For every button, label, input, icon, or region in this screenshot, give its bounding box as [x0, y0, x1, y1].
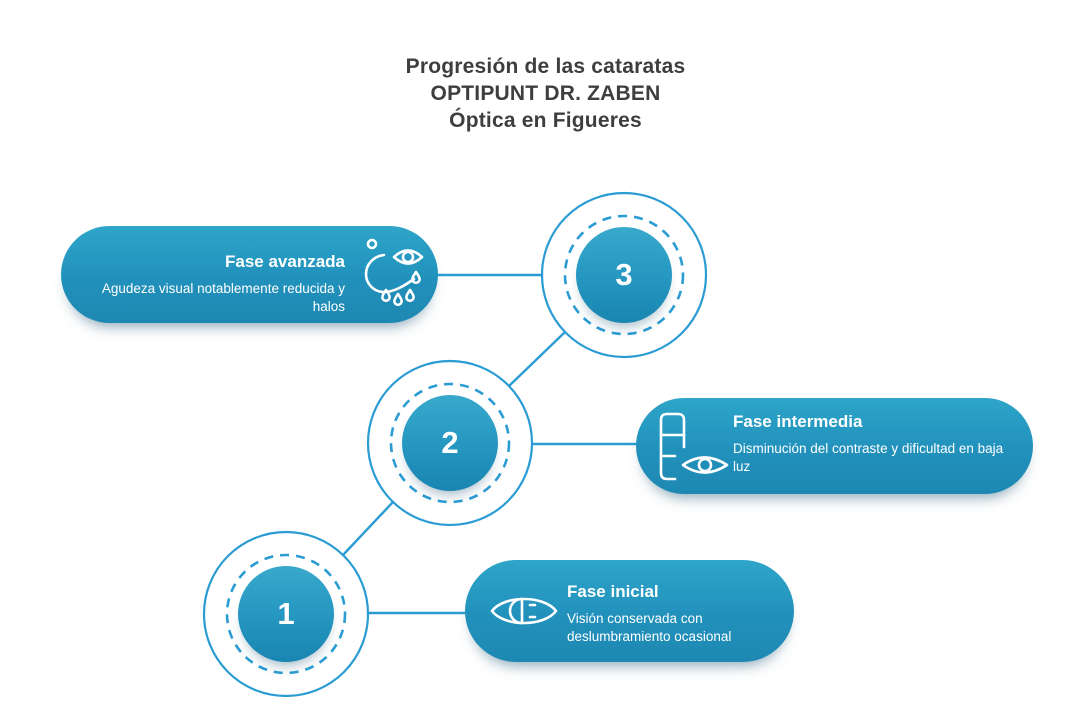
connector-node2-node1	[341, 500, 395, 557]
stage-1-title: Fase inicial	[567, 582, 659, 601]
stage-1-number: 1	[277, 596, 295, 631]
title-line-2: OPTIPUNT DR. ZABEN	[430, 82, 661, 105]
stage-3-outer-ring	[540, 191, 708, 359]
stage-1-description: Visión conservada con deslumbramiento oc…	[567, 611, 732, 644]
stage-2-number-circle: 2	[402, 395, 498, 491]
page-title: Progresión de las cataratas OPTIPUNT DR.…	[0, 53, 1091, 134]
title-line-1: Progresión de las cataratas	[405, 55, 686, 78]
stage-2-description: Disminución del contraste y dificultad e…	[733, 441, 1004, 474]
stage-3-description: Agudeza visual notablemente reducida y h…	[101, 281, 345, 314]
stage-1-dashed-ring	[225, 553, 347, 675]
stage-2-card: Fase intermedia Disminución del contrast…	[636, 398, 1033, 494]
stage-2-outer-ring	[366, 359, 534, 527]
stage-3-card: Fase avanzada Agudeza visual notablement…	[61, 226, 438, 323]
stage-3-title: Fase avanzada	[224, 252, 345, 271]
connector-lines	[341, 273, 640, 615]
watery-eye-icon	[364, 238, 424, 307]
stage-3-dashed-ring	[563, 214, 685, 336]
stage-2-rings	[366, 359, 534, 527]
title-line-3: Óptica en Figueres	[449, 109, 642, 132]
stage-1-rings	[202, 530, 370, 698]
eye-glare-icon	[490, 597, 558, 625]
eye-chart-icon	[659, 412, 729, 481]
connector-node3-node2	[507, 331, 566, 388]
stage-3-number: 3	[615, 257, 633, 292]
stage-1-card: Fase inicial Visión conservada con deslu…	[465, 560, 794, 662]
stage-3-rings	[540, 191, 708, 359]
stage-1-number-circle: 1	[238, 566, 334, 662]
stage-3-number-circle: 3	[576, 227, 672, 323]
stage-2-title: Fase intermedia	[733, 412, 863, 431]
stage-2-number: 2	[441, 425, 459, 460]
stage-2-dashed-ring	[389, 382, 511, 504]
stage-1-outer-ring	[202, 530, 370, 698]
